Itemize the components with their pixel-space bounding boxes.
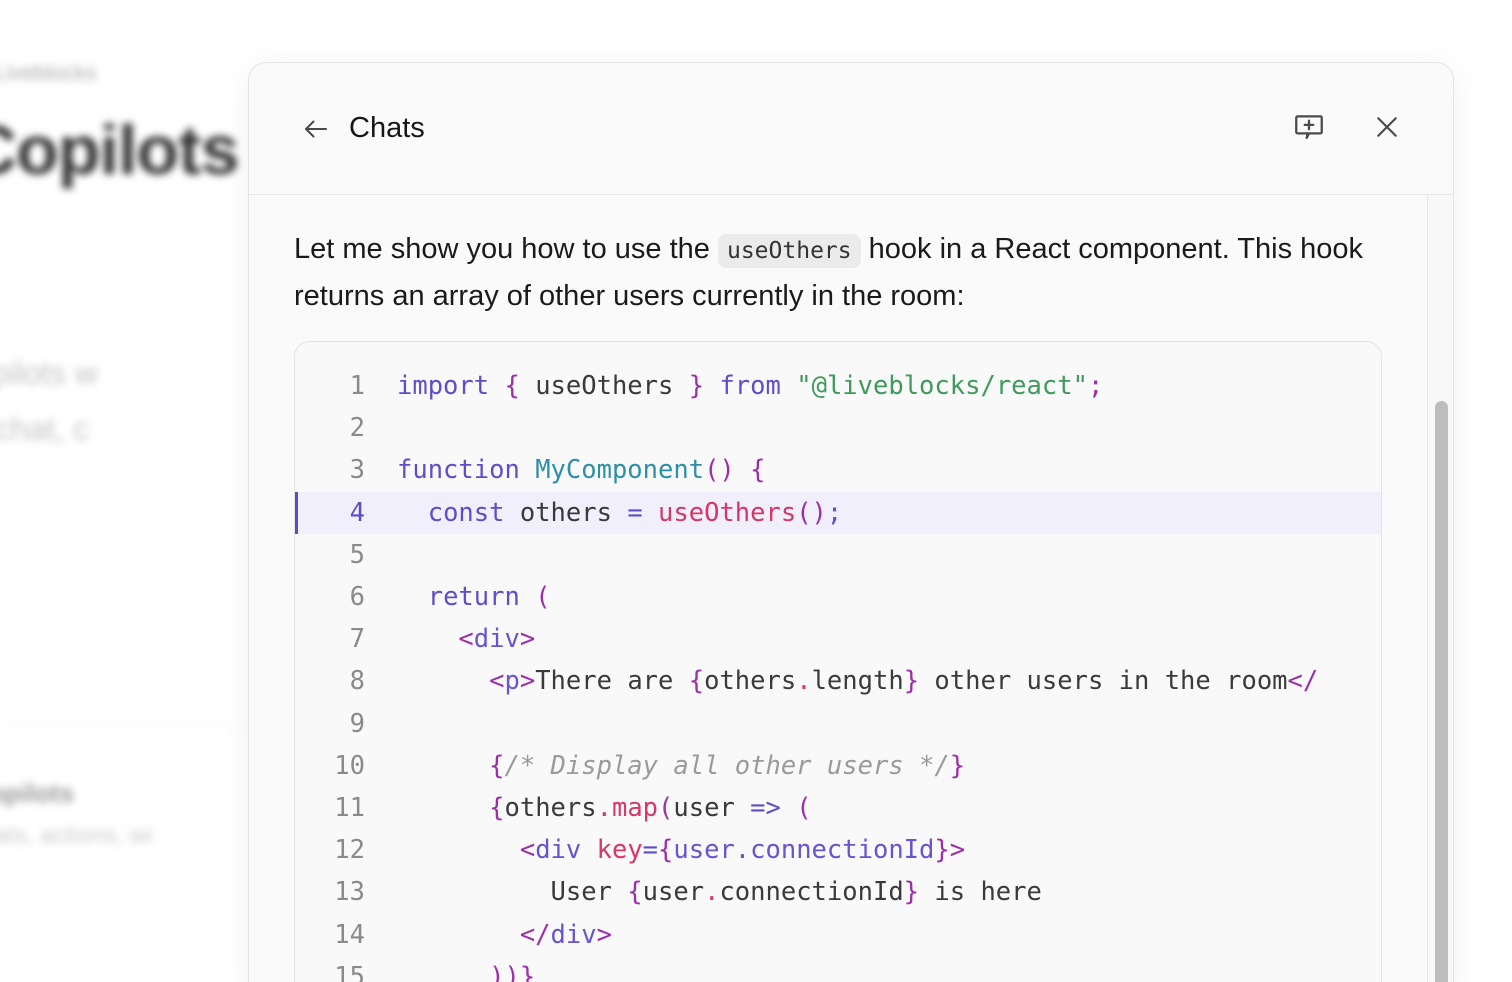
bg-title: AI Copilots [0, 111, 239, 189]
close-button[interactable] [1369, 109, 1405, 145]
bg-section-title: Copilots [0, 778, 74, 808]
line-number: 14 [334, 919, 365, 950]
message-text: Let me show you how to use the [294, 233, 718, 265]
code-block: 1 import { useOthers } from "@liveblocks/… [294, 341, 1382, 982]
code-text: </div> [519, 919, 612, 950]
line-number: 15 [334, 961, 365, 982]
scrollbar-thumb[interactable] [1435, 401, 1448, 982]
chat-panel: Chats Let me show you how to use the use… [248, 62, 1454, 982]
back-button[interactable] [299, 112, 333, 146]
line-number: 9 [349, 708, 365, 739]
new-chat-button[interactable] [1291, 109, 1327, 145]
close-icon [1377, 117, 1397, 137]
scrollbar-track[interactable] [1427, 195, 1453, 982]
line-number: 8 [349, 666, 365, 697]
code-line: 8 <p>There are {others.length} other use… [295, 660, 1381, 702]
code-text: User {user.connectionId} is here [397, 877, 1042, 908]
code-line: 1 import { useOthers } from "@liveblocks/… [295, 365, 1381, 407]
chat-messages: Let me show you how to use the useOthers… [249, 195, 1427, 982]
bg-divider [0, 728, 250, 729]
code-text: <div key={user.connectionId}> [519, 835, 966, 866]
assistant-message: Let me show you how to use the useOthers… [294, 227, 1394, 319]
code-line: 9 [295, 703, 1381, 745]
line-number: 11 [334, 792, 365, 823]
panel-title: Chats [349, 112, 425, 144]
code-line: 15 ))} [295, 956, 1381, 982]
code-line: 2 [295, 407, 1381, 449]
code-text: return ( [427, 582, 551, 613]
code-text: <div> [458, 624, 536, 655]
code-text: function MyComponent() { [397, 455, 766, 486]
bg-desc-line: contextual chat, c [0, 411, 90, 447]
arrow-left-icon [305, 120, 327, 137]
bg-desc-line: Build AI copilots w [0, 355, 98, 391]
code-text: import { useOthers } from "@liveblocks/r… [397, 371, 1104, 402]
code-text: {/* Display all other users */} [489, 750, 966, 781]
line-number: 5 [349, 539, 365, 570]
code-line: 14 </div> [295, 913, 1381, 955]
code-text: {others.map(user => ( [489, 792, 812, 823]
bg-kicker: Liveblocks [0, 60, 97, 85]
line-number: 3 [349, 455, 365, 486]
line-number: 10 [334, 750, 365, 781]
line-number: 6 [349, 582, 365, 613]
line-number: 7 [349, 624, 365, 655]
code-text: ))} [489, 961, 536, 982]
code-text: const others = useOthers(); [427, 497, 843, 528]
inline-code: useOthers [717, 234, 861, 268]
message-text: hook in a React component. This hook ret… [294, 233, 1364, 312]
message-plus-icon [1295, 115, 1323, 140]
line-number: 12 [334, 835, 365, 866]
code-line: 5 [295, 534, 1381, 576]
line-number: 1 [349, 371, 365, 402]
code-line: 12 <div key={user.connectionId}> [295, 829, 1381, 871]
code-line: 3 function MyComponent() { [295, 449, 1381, 491]
code-line: 13 User {user.connectionId} is here [295, 871, 1381, 913]
code-line: 4 const others = useOthers(); [295, 491, 1381, 534]
bg-description: Build AI copilots w contextual chat, c [0, 345, 98, 457]
line-number: 4 [349, 497, 365, 528]
code-line: 10 {/* Display all other users */} [295, 745, 1381, 787]
code-line: 11 {others.map(user => ( [295, 787, 1381, 829]
header-actions [1291, 109, 1405, 145]
bg-section-desc: AI chats, actions, wi [0, 822, 153, 849]
panel-header: Chats [249, 63, 1453, 195]
line-number: 13 [334, 877, 365, 908]
code-line: 6 return ( [295, 576, 1381, 618]
code-line: 7 <div> [295, 618, 1381, 660]
line-number: 2 [349, 413, 365, 444]
code-text: <p>There are {others.length} other users… [489, 666, 1319, 697]
